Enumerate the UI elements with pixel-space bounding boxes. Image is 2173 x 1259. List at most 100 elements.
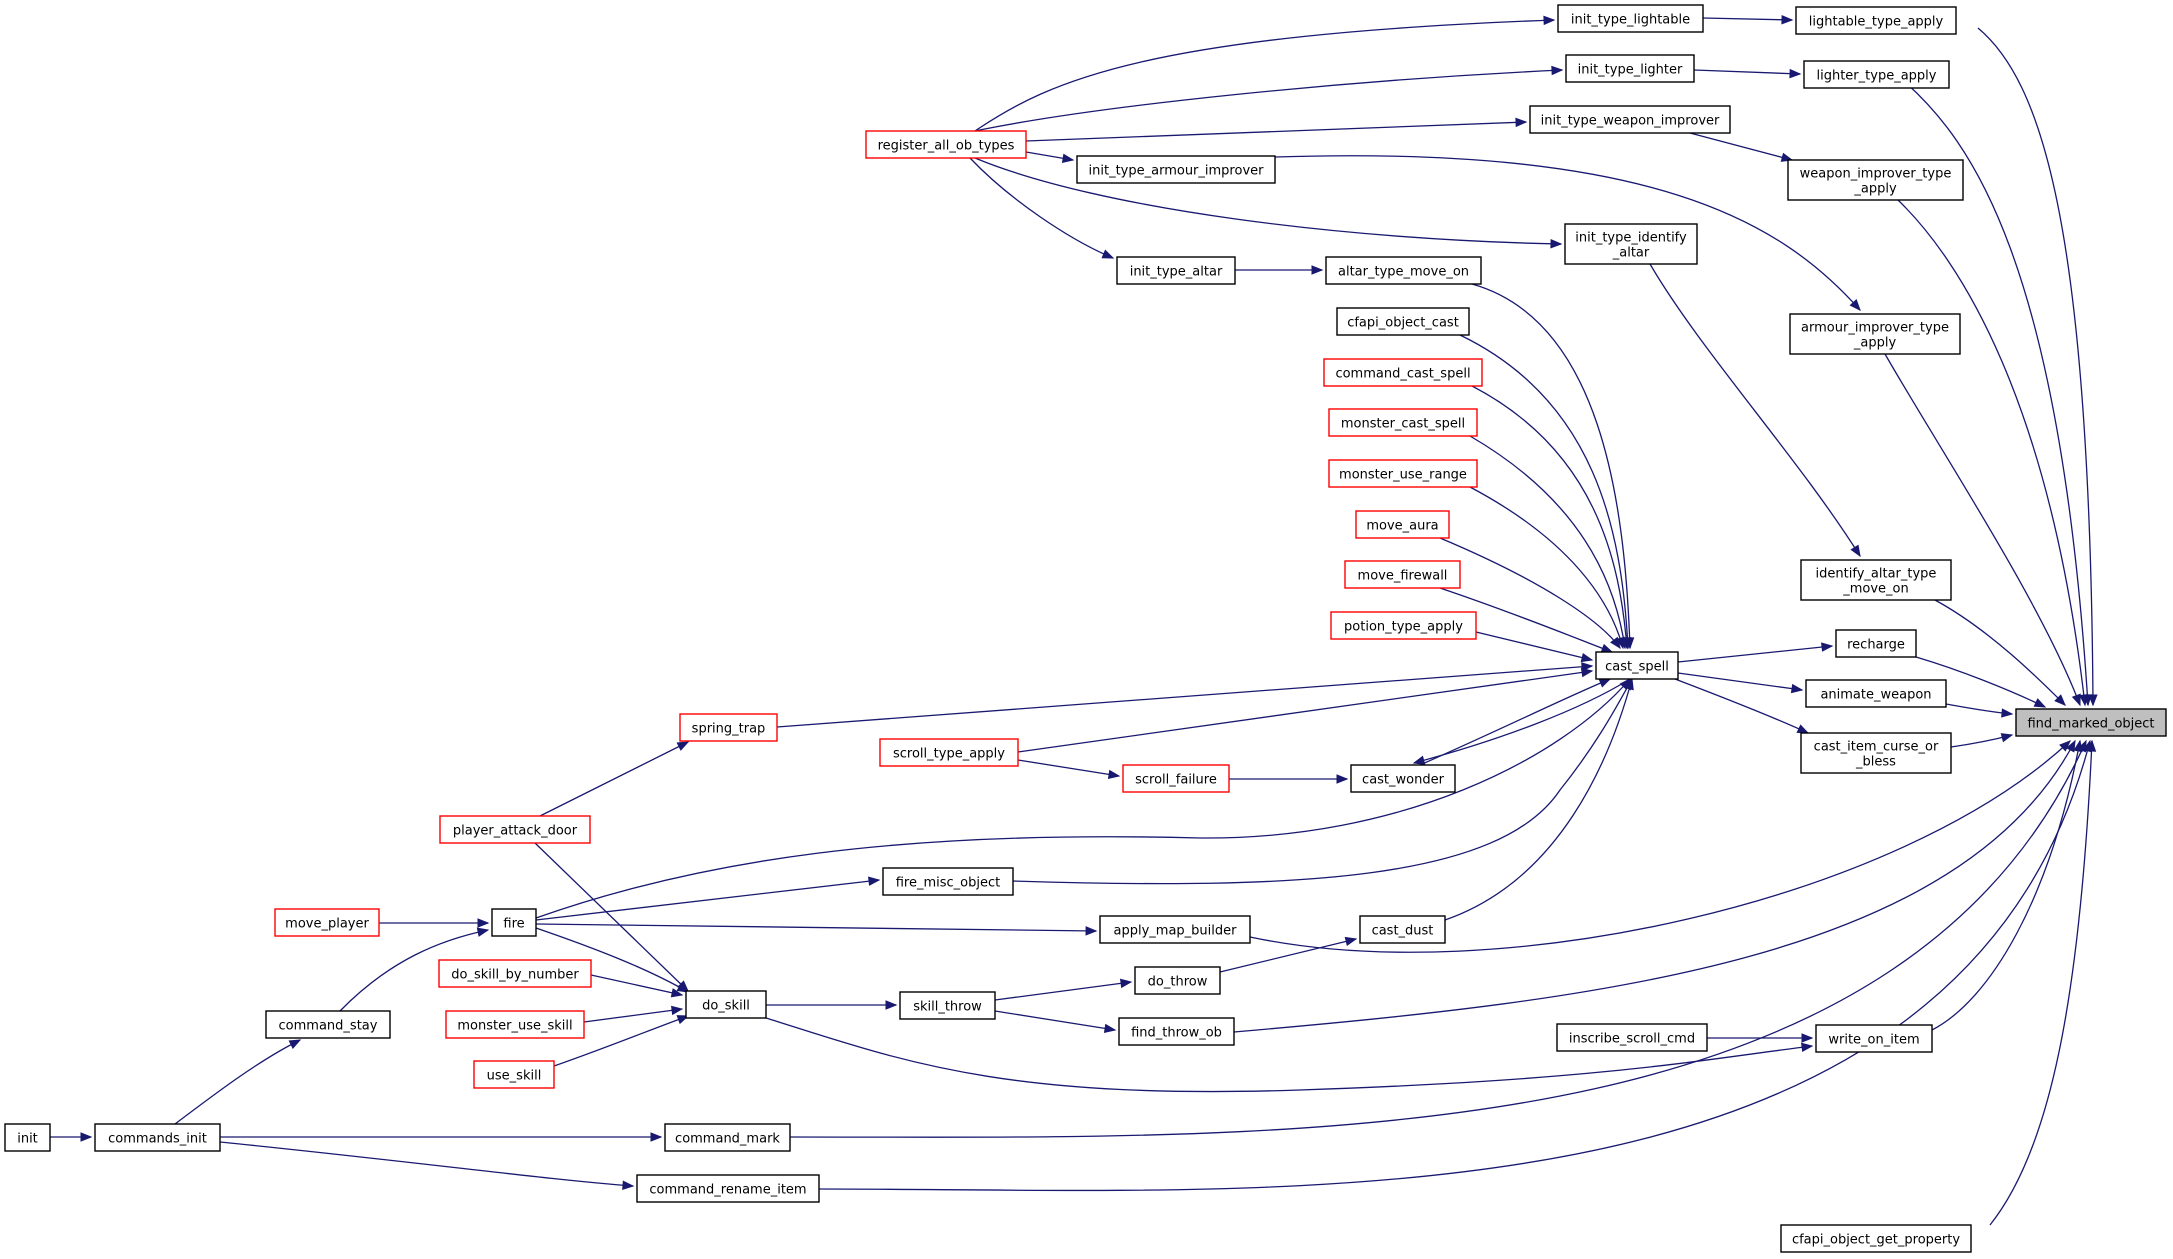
node-potion-type-apply[interactable]: potion_type_apply [1330, 611, 1477, 640]
edge-arrowhead [2001, 708, 2014, 718]
edge-arrowhead [477, 918, 490, 928]
node-do-skill-by-number[interactable]: do_skill_by_number [438, 959, 592, 988]
node-move-aura[interactable]: move_aura [1355, 510, 1450, 539]
node-command-rename-item[interactable]: command_rename_item [636, 1174, 820, 1203]
node-do-skill[interactable]: do_skill [685, 990, 767, 1019]
edge-init_type_lighter-to-lighter_type_apply [1693, 68, 1802, 79]
node-box [1099, 915, 1251, 944]
edge-line [789, 740, 2087, 1138]
node-label: _apply [1853, 336, 1897, 351]
edge-line [583, 1008, 683, 1023]
node-move-firewall[interactable]: move_firewall [1344, 560, 1461, 589]
edge-arrowhead [670, 988, 684, 998]
node-spring-trap[interactable]: spring_trap [679, 713, 778, 742]
node-armour-improver-type-apply[interactable]: armour_improver_type_apply [1789, 313, 1961, 355]
node-skill-throw[interactable]: skill_throw [899, 991, 996, 1020]
node-label: scroll_failure [1135, 773, 1217, 788]
edge-do_throw-to-cast_dust [1219, 936, 1358, 973]
node-box [865, 130, 1027, 159]
node-altar-type-move-on[interactable]: altar_type_move_on [1325, 256, 1482, 285]
node-init-type-identify-altar[interactable]: init_type_identify_altar [1564, 223, 1698, 265]
edge-arrowhead [2082, 739, 2092, 753]
node-init-type-armour-improver[interactable]: init_type_armour_improver [1076, 155, 1276, 184]
node-label: identify_altar_type [1816, 567, 1937, 582]
node-scroll-failure[interactable]: scroll_failure [1122, 764, 1230, 793]
node-inscribe-scroll-cmd[interactable]: inscribe_scroll_cmd [1556, 1023, 1708, 1052]
edge-arrowhead [288, 1039, 302, 1049]
node-scroll-type-apply[interactable]: scroll_type_apply [879, 738, 1019, 767]
node-write-on-item[interactable]: write_on_item [1815, 1024, 1933, 1053]
node-box [685, 990, 767, 1019]
node-label: commands_init [108, 1132, 207, 1147]
node-label: command_mark [675, 1132, 780, 1147]
edge-identify_altar_type_move_on-to-find_marked_object [1934, 599, 2066, 706]
node-box [1789, 313, 1961, 355]
edge-line [539, 741, 689, 817]
node-commands-init[interactable]: commands_init [94, 1123, 221, 1152]
node-identify-altar-type-move-on[interactable]: identify_altar_type_move_on [1800, 559, 1952, 601]
node-find-throw-ob[interactable]: find_throw_ob [1118, 1017, 1235, 1046]
node-cast-spell[interactable]: cast_spell [1595, 651, 1679, 680]
edge-line [994, 1010, 1116, 1031]
node-use-skill[interactable]: use_skill [473, 1060, 555, 1089]
edge-fire-to-do_skill [535, 927, 690, 993]
edge-line [1702, 17, 1793, 21]
node-box [1355, 510, 1450, 539]
edge-arrowhead [1120, 978, 1133, 989]
node-label: player_attack_door [453, 824, 578, 839]
edge-register_all_ob_types-to-init_type_lighter [974, 65, 1564, 132]
edge-line [174, 1039, 301, 1125]
edge-arrowhead [885, 1000, 898, 1010]
node-init-type-weapon-improver[interactable]: init_type_weapon_improver [1529, 105, 1731, 134]
node-cast-dust[interactable]: cast_dust [1359, 915, 1446, 944]
node-init-type-lighter[interactable]: init_type_lighter [1565, 54, 1695, 83]
node-monster-use-range[interactable]: monster_use_range [1328, 459, 1478, 488]
node-cfapi-object-cast[interactable]: cfapi_object_cast [1336, 307, 1470, 336]
node-register-all-ob-types[interactable]: register_all_ob_types [865, 130, 1027, 159]
node-command-cast-spell[interactable]: command_cast_spell [1323, 358, 1483, 387]
node-do-throw[interactable]: do_throw [1134, 966, 1221, 995]
node-monster-cast-spell[interactable]: monster_cast_spell [1328, 408, 1478, 437]
edge-fire-to-apply_map_builder [535, 923, 1098, 936]
edge-arrowhead [1412, 755, 1426, 765]
edge-commands_init-to-command_rename_item [219, 1141, 635, 1191]
edge-cast_item_curse_or_bless-to-find_marked_object [1950, 733, 2014, 748]
node-apply-map-builder[interactable]: apply_map_builder [1099, 915, 1251, 944]
edge-line [590, 974, 683, 996]
node-label: lighter_type_apply [1817, 69, 1937, 84]
node-init-type-altar[interactable]: init_type_altar [1116, 256, 1236, 285]
node-init-type-lightable[interactable]: init_type_lightable [1557, 4, 1704, 33]
node-label: cast_wonder [1362, 773, 1445, 788]
node-box [1780, 1224, 1972, 1253]
edge-line [339, 929, 489, 1012]
edge-arrowhead [622, 1180, 635, 1191]
node-animate-weapon[interactable]: animate_weapon [1805, 679, 1947, 708]
node-command-mark[interactable]: command_mark [664, 1123, 791, 1152]
node-player-attack-door[interactable]: player_attack_door [439, 815, 591, 844]
node-box [1564, 223, 1698, 265]
node-label: write_on_item [1828, 1033, 1919, 1048]
node-init[interactable]: init [4, 1123, 51, 1152]
node-cfapi-object-get-property[interactable]: cfapi_object_get_property [1780, 1224, 1972, 1253]
node-recharge[interactable]: recharge [1835, 629, 1917, 658]
node-label: command_stay [279, 1019, 378, 1034]
edge-command_stay-to-fire [339, 927, 490, 1012]
edge-line [969, 157, 1114, 259]
node-cast-wonder[interactable]: cast_wonder [1350, 764, 1456, 793]
node-lightable-type-apply[interactable]: lightable_type_apply [1795, 6, 1957, 35]
node-move-player[interactable]: move_player [274, 908, 380, 937]
node-fire[interactable]: fire [491, 908, 537, 937]
edge-line [1475, 631, 1593, 661]
node-weapon-improver-type-apply[interactable]: weapon_improver_type_apply [1787, 159, 1964, 201]
node-command-stay[interactable]: command_stay [265, 1010, 391, 1039]
node-lighter-type-apply[interactable]: lighter_type_apply [1803, 60, 1950, 89]
node-label: spring_trap [692, 722, 766, 737]
node-fire-misc-object[interactable]: fire_misc_object [882, 867, 1014, 896]
edge-do_skill-to-write_on_item [765, 1017, 1814, 1093]
edge-line [1469, 486, 1624, 649]
node-find-marked-object[interactable]: find_marked_object [2015, 708, 2167, 737]
edge-line [1693, 69, 1801, 75]
node-cast-item-curse-or-bless[interactable]: cast_item_curse_or_bless [1800, 732, 1952, 774]
node-label: do_skill_by_number [451, 968, 579, 983]
node-monster-use-skill[interactable]: monster_use_skill [445, 1010, 585, 1039]
